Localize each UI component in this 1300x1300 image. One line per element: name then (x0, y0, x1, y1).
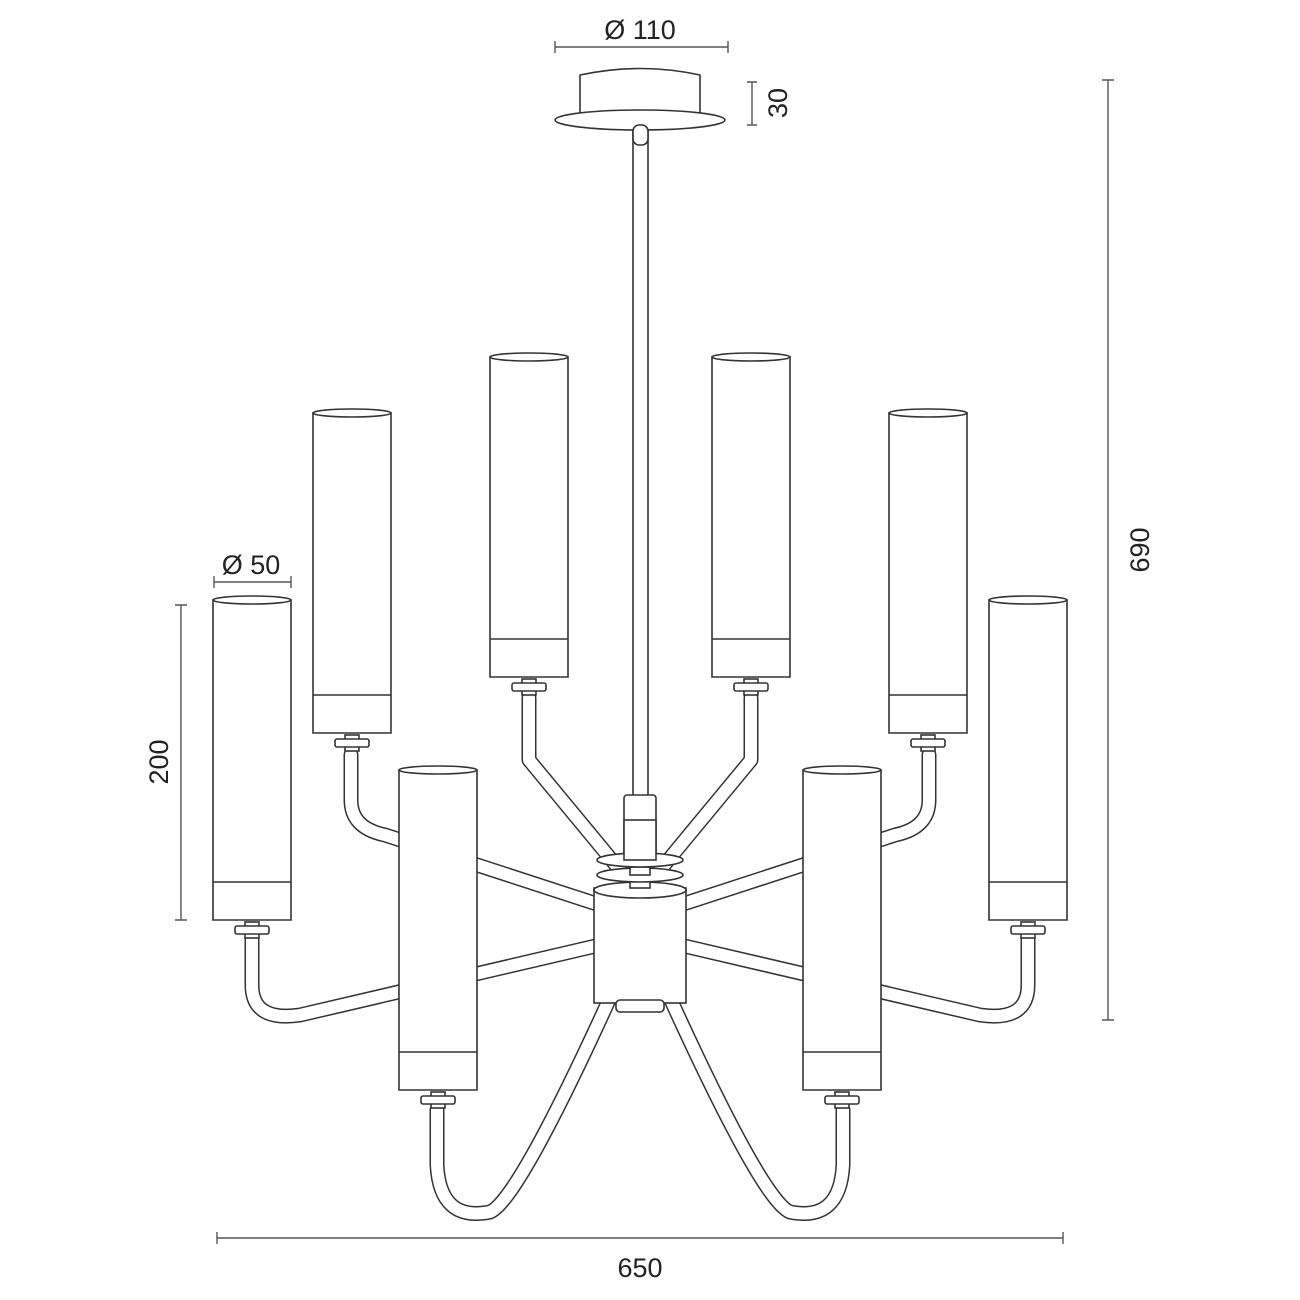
dim-label-overall-width: 650 (617, 1253, 662, 1283)
socket-ring (420, 1095, 456, 1105)
dim-label-overall-height: 690 (1125, 527, 1155, 572)
socket-ring (824, 1095, 860, 1105)
dim-label-shade-height: 200 (144, 739, 174, 784)
arm (429, 950, 636, 1221)
lamp-shade (888, 408, 968, 752)
socket-ring (1010, 925, 1046, 935)
lamp-shade (212, 595, 292, 939)
arm (521, 690, 628, 878)
glass-tube-top (988, 595, 1068, 605)
glass-tube (489, 356, 569, 678)
hub-spacer (629, 866, 651, 876)
socket-ring (910, 738, 946, 748)
canopy-cup (579, 67, 701, 114)
socket-ring (733, 682, 769, 692)
glass-tube-top (312, 408, 392, 418)
dimension-overall-width: 650 (216, 1232, 1064, 1283)
arm (343, 747, 608, 913)
center-hub (593, 121, 687, 1013)
hub-body (593, 887, 687, 1004)
socket-ring (334, 738, 370, 748)
glass-tube-top (398, 765, 478, 775)
dimension-canopy-height: 30 (747, 81, 793, 126)
suspension-rod (632, 121, 649, 798)
shades (212, 352, 1068, 1109)
arm (652, 690, 759, 878)
hub-bottom-cap (615, 999, 665, 1013)
lamp-shade (489, 352, 569, 696)
glass-tube-top (212, 595, 292, 605)
rod-top (632, 124, 649, 146)
dimension-overall-height: 690 (1102, 79, 1155, 1021)
dim-label-shade-diameter: Ø 50 (222, 550, 281, 580)
arm (672, 747, 937, 913)
dimension-shade-diameter: Ø 50 (213, 550, 292, 588)
glass-tube (312, 412, 392, 734)
socket-ring (234, 925, 270, 935)
ceiling-canopy (554, 67, 726, 146)
dimension-canopy-diameter: Ø 110 (554, 15, 729, 53)
lamp-shade (988, 595, 1068, 939)
lamp-shade (711, 352, 791, 696)
glass-tube (398, 769, 478, 1091)
arms (244, 690, 1036, 1221)
dim-label-canopy-height: 30 (763, 88, 793, 118)
glass-tube (212, 599, 292, 921)
dim-label-canopy-diameter: Ø 110 (604, 15, 676, 45)
glass-tube-top (489, 352, 569, 362)
lamp-shade (398, 765, 478, 1109)
glass-tube-top (888, 408, 968, 418)
glass-tube (988, 599, 1068, 921)
socket-ring (511, 682, 547, 692)
arm (672, 930, 1036, 1024)
glass-tube (711, 356, 791, 678)
glass-tube (802, 769, 882, 1091)
glass-tube-top (802, 765, 882, 775)
stem-tube-lower (623, 819, 657, 861)
lamp-shade (802, 765, 882, 1109)
glass-tube (888, 412, 968, 734)
dimension-shade-height: 200 (144, 604, 187, 921)
lamp-shade (312, 408, 392, 752)
arm (244, 930, 608, 1024)
glass-tube-top (711, 352, 791, 362)
arm (644, 950, 851, 1221)
